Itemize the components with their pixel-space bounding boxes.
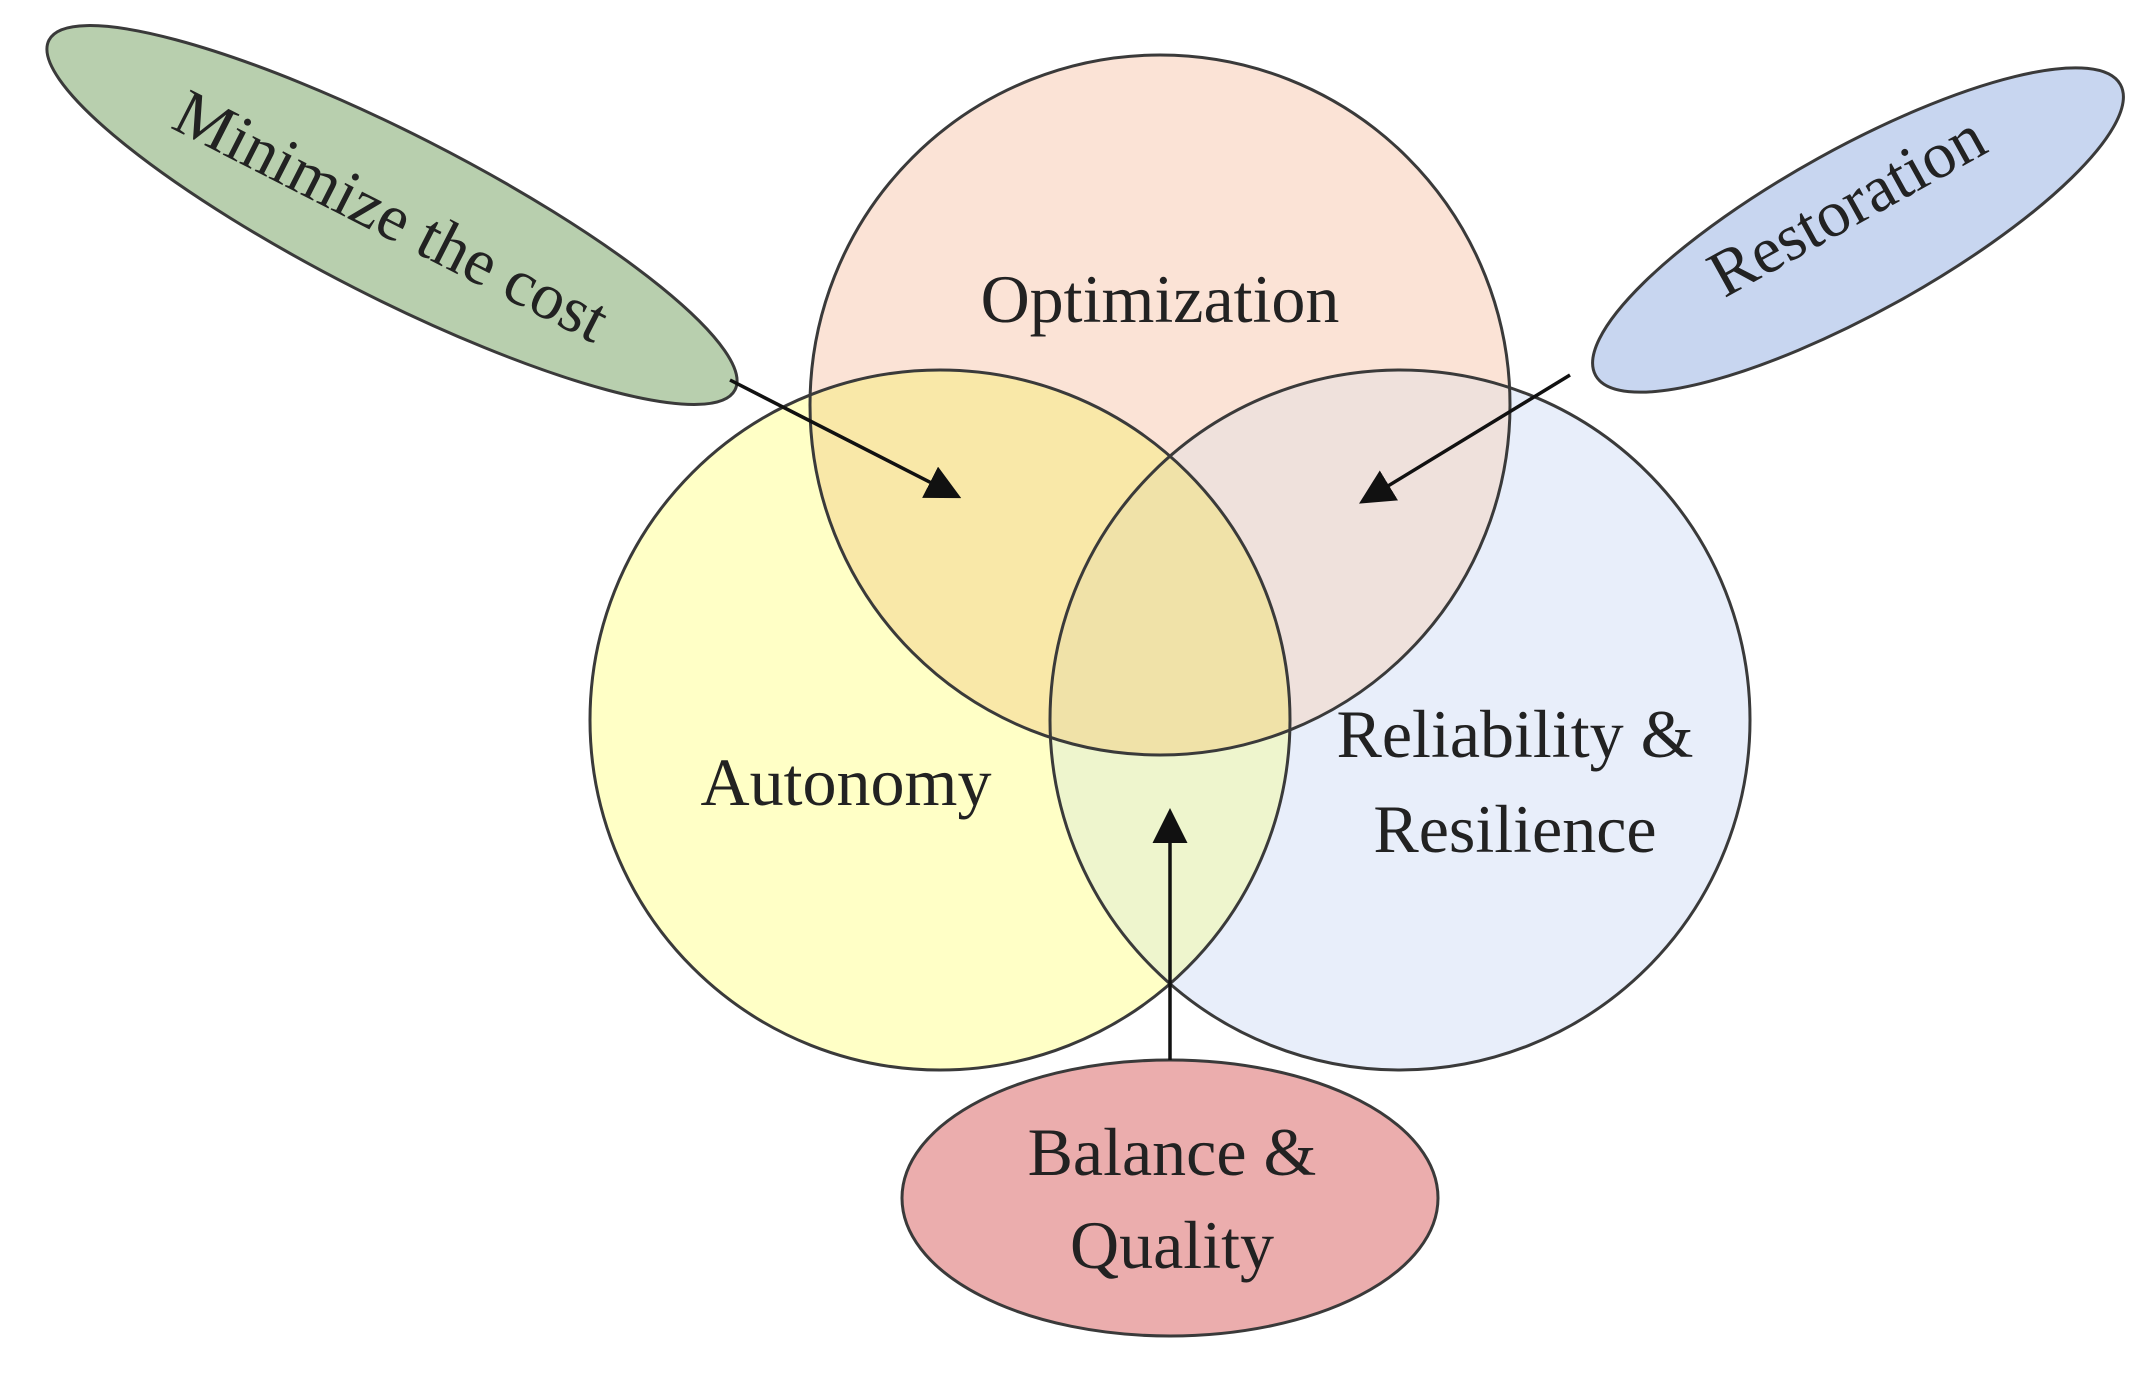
minimize-cost-arrow — [729, 378, 962, 499]
optimization-label: Optimization — [981, 261, 1340, 337]
balance-quality-ellipse — [900, 1058, 1440, 1338]
reliability-label-line2: Resilience — [1373, 791, 1656, 867]
autonomy-label: Autonomy — [701, 744, 992, 820]
center-overlap — [1050, 370, 1290, 755]
restoration-callout: Restoration — [1591, 66, 2125, 394]
reliability-circle-outline — [1048, 368, 1752, 1072]
balance-quality-callout: Balance & Quality — [900, 1058, 1440, 1338]
reliability-label-line1: Reliability & — [1337, 696, 1694, 772]
balance-quality-label-line1: Balance & — [1028, 1114, 1317, 1190]
restoration-arrow — [1359, 373, 1571, 504]
optimization-circle-outline — [808, 53, 1512, 757]
balance-quality-label-line2: Quality — [1070, 1207, 1274, 1283]
restoration-ellipse — [1591, 66, 2125, 394]
autonomy-circle-outline — [588, 368, 1292, 1072]
minimize-cost-callout: Minimize the cost — [45, 24, 739, 406]
minimize-cost-ellipse — [45, 24, 739, 406]
